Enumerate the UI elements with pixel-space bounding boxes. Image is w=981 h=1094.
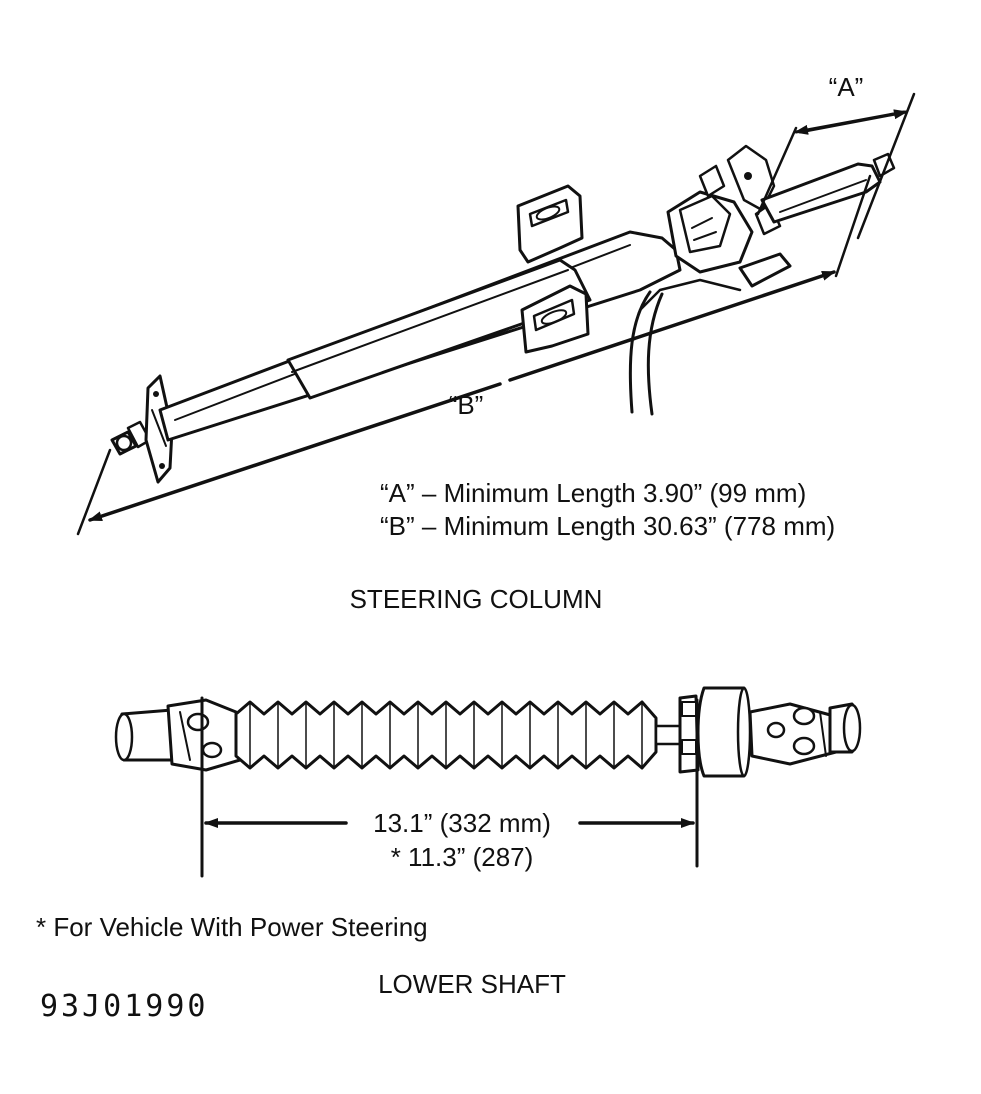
power-steering-footnote: * For Vehicle With Power Steering [36,912,428,942]
lower-shaft-dimension-primary: 13.1” (332 mm) [373,808,551,838]
dimension-a: “A” [756,72,916,240]
dimension-a-label: “A” [829,72,864,102]
figure-id: 93J01990 [40,989,209,1024]
dimension-a-arrow-right [798,109,908,134]
column-top-shaft [760,152,896,224]
dimension-b-arrow-right [508,270,836,382]
column-flange [144,374,174,484]
column-tube [158,230,682,442]
steering-column-illustration [110,144,896,484]
lower-shaft-boot [234,700,658,770]
column-side-pipe [628,252,792,416]
spec-a-text: “A” – Minimum Length 3.90” (99 mm) [380,478,806,508]
lower-shaft-caption: LOWER SHAFT [378,969,566,999]
lower-mount-bracket [520,284,590,354]
lower-shaft-left-yoke [166,698,242,772]
lower-shaft-illustration [114,686,862,778]
lower-shaft-coupling [678,686,752,778]
dimension-b-label: “B” [449,390,484,420]
spec-b-text: “B” – Minimum Length 30.63” (778 mm) [380,511,835,541]
lower-shaft-right-yoke [748,702,838,766]
column-lower-end [110,420,152,456]
lower-shaft-right-stub [828,702,862,754]
dimension-b: “B” [76,174,872,536]
column-upper-joint [666,144,782,274]
lower-shaft-left-stub [114,708,178,762]
lower-shaft-dimension: 13.1” (332 mm) * 11.3” (287) [200,696,699,878]
lower-shaft-dimension-alt: * 11.3” (287) [391,842,534,872]
upper-mount-bracket [516,184,584,264]
steering-column-caption: STEERING COLUMN [350,584,603,614]
dimension-b-arrow-left [88,382,502,522]
